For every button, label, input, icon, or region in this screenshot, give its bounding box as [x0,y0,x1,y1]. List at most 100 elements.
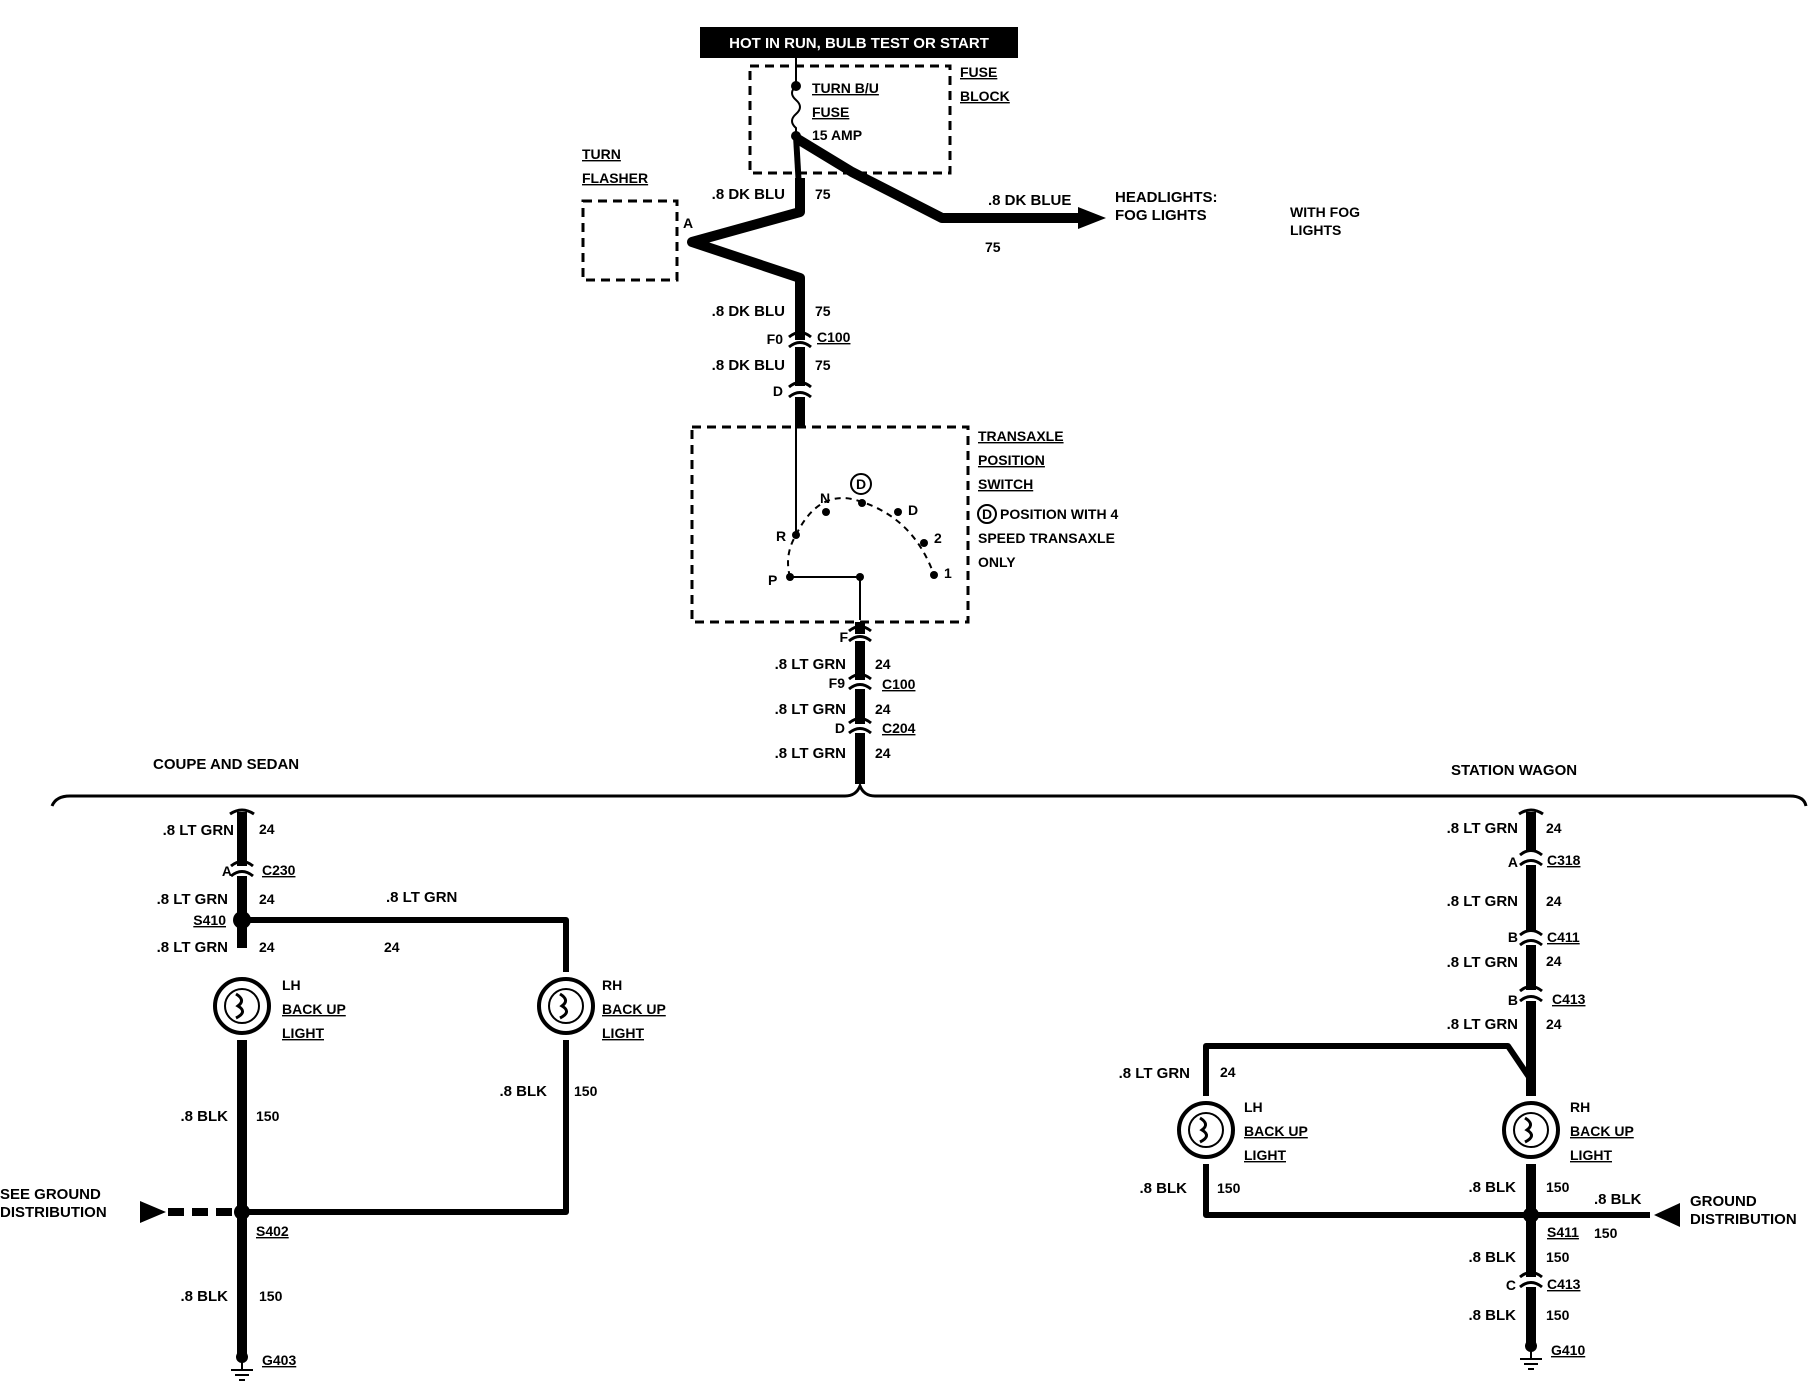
sw-rh-line2: BACK UP [1570,1123,1634,1139]
cs-branch-wire: .8 LT GRN [386,889,457,906]
c318-connector [1518,849,1544,867]
c318-name: C318 [1547,852,1581,868]
s402-splice [234,1204,250,1220]
sw-gd-wire: .8 BLK [1594,1191,1642,1208]
transaxle-switch-outline [690,425,970,624]
c318-pin: A [1508,854,1518,870]
sw-lh-line1: LH [1244,1099,1263,1115]
cs-lh-line1: LH [282,977,301,993]
lower-wire-3-circuit: 24 [875,745,891,761]
c204-name: C204 [882,720,916,736]
c100-lower-name: C100 [882,676,916,692]
position-n: N [820,490,830,506]
position-d: D [908,502,918,518]
rh-bulb-icon [537,977,595,1035]
fuse-block: TURN B/U FUSE 15 AMP FUSE BLOCK [748,58,1010,175]
sw-rh-bulb-icon [1502,1101,1560,1159]
position-r: R [776,528,786,544]
power-source-label: HOT IN RUN, BULB TEST OR START [729,35,989,52]
cs-wire-2-circuit: 24 [259,891,275,907]
lower-wire-1: .8 LT GRN [775,656,846,673]
cs-lh-gnd-circuit: 150 [256,1108,280,1124]
c230-pin: A [222,863,232,879]
flasher-feed-wire [687,178,805,340]
sw-wire-5-circuit: 150 [1546,1249,1570,1265]
position-overdrive: D [856,476,866,492]
sw-lh-gnd-wire-path [1203,1164,1531,1218]
sw-gd-circuit: 150 [1594,1225,1618,1241]
station-wagon-title: STATION WAGON [1451,762,1577,779]
headlight-wire-label: .8 DK BLUE [988,192,1071,209]
g410-name: G410 [1551,1342,1585,1358]
sw-lh-bulb-icon [1177,1101,1235,1159]
sw-wire-1: .8 LT GRN [1447,820,1518,837]
transaxle-title-line1: TRANSAXLE [978,428,1064,444]
position-p: P [768,572,777,588]
cs-gnd-circuit: 150 [259,1288,283,1304]
sw-wire-6: .8 BLK [1468,1307,1516,1324]
sw-ground-dist-line1: GROUND [1690,1193,1757,1210]
sw-ground-dist-line2: DISTRIBUTION [1690,1211,1797,1228]
note-circle-icon [977,504,997,524]
option-divider [50,781,1808,807]
turn-flasher-line2: FLASHER [582,170,648,186]
turn-flasher-terminal: A [683,215,693,231]
turn-flasher: TURN FLASHER A [581,146,693,282]
cs-wire-2: .8 LT GRN [157,891,228,908]
transaxle-title-line2: POSITION [978,452,1045,468]
cs-gnd-wire: .8 BLK [180,1288,228,1305]
cs-rh-line3: LIGHT [602,1025,644,1041]
cs-rh-feed-wire [242,917,569,972]
cs-wire-3: .8 LT GRN [157,939,228,956]
arrow-left-icon [1654,1203,1680,1227]
cs-rh-gnd-wire-path [242,1040,569,1215]
fuse-rating: 15 AMP [812,127,862,143]
sw-lh-line2: BACK UP [1244,1123,1308,1139]
lower-wire-2-circuit: 24 [875,701,891,717]
position-2: 2 [934,530,942,546]
fuse-name-line1: TURN B/U [812,80,879,96]
lower-wire-1-circuit: 24 [875,656,891,672]
c413b-name: C413 [1547,1276,1581,1292]
sw-wire-3: .8 LT GRN [1447,954,1518,971]
headlight-dest-line2: FOG LIGHTS [1115,207,1207,224]
transaxle-title-line3: SWITCH [978,476,1033,492]
turn-flasher-outline [581,199,679,282]
s411-splice [1523,1207,1539,1223]
sw-lh-gnd-circuit: 150 [1217,1180,1241,1196]
cs-ground-dist-line2: DISTRIBUTION [0,1204,107,1221]
switch-output-pin: F [839,629,848,645]
sw-wire-3-circuit: 24 [1546,953,1562,969]
sw-wire-5: .8 BLK [1468,1249,1516,1266]
fuse-block-title-line1: FUSE [960,64,997,80]
arrow-left-to-right-icon [140,1201,166,1223]
upper-wire-3: .8 DK BLU [712,357,785,374]
lower-wire-2: .8 LT GRN [775,701,846,718]
sw-wire-2: .8 LT GRN [1447,893,1518,910]
fuse-name-line2: FUSE [812,104,849,120]
sw-wire-1-circuit: 24 [1546,820,1562,836]
s402-name: S402 [256,1223,289,1239]
cs-wire-1: .8 LT GRN [163,822,234,839]
fuse-icon [791,85,801,136]
sw-rh-gnd-circuit: 150 [1546,1179,1570,1195]
cs-rh-line1: RH [602,977,622,993]
transaxle-note-line3: ONLY [978,554,1016,570]
position-1: 1 [944,565,952,581]
power-source-header: HOT IN RUN, BULB TEST OR START [700,27,1018,58]
c413b-pin: C [1506,1277,1516,1293]
cs-lh-line2: BACK UP [282,1001,346,1017]
sw-rh-line1: RH [1570,1099,1590,1115]
overdrive-circle-icon [850,473,872,495]
coupe-sedan-circuit: .8 LT GRN 24 A C230 .8 LT GRN 24 S410 .8… [0,808,666,1381]
c100-lower-pin: F9 [829,675,846,691]
cs-rh-gnd-wire: .8 BLK [499,1083,547,1100]
c413-pin: B [1508,992,1518,1008]
sw-lh-feed-circuit: 24 [1220,1064,1236,1080]
switch-contact [790,576,861,620]
c413-name: C413 [1552,991,1586,1007]
cs-lh-line3: LIGHT [282,1025,324,1041]
headlight-wire-circuit: 75 [985,239,1001,255]
upper-wire-3-circuit: 75 [815,357,831,373]
